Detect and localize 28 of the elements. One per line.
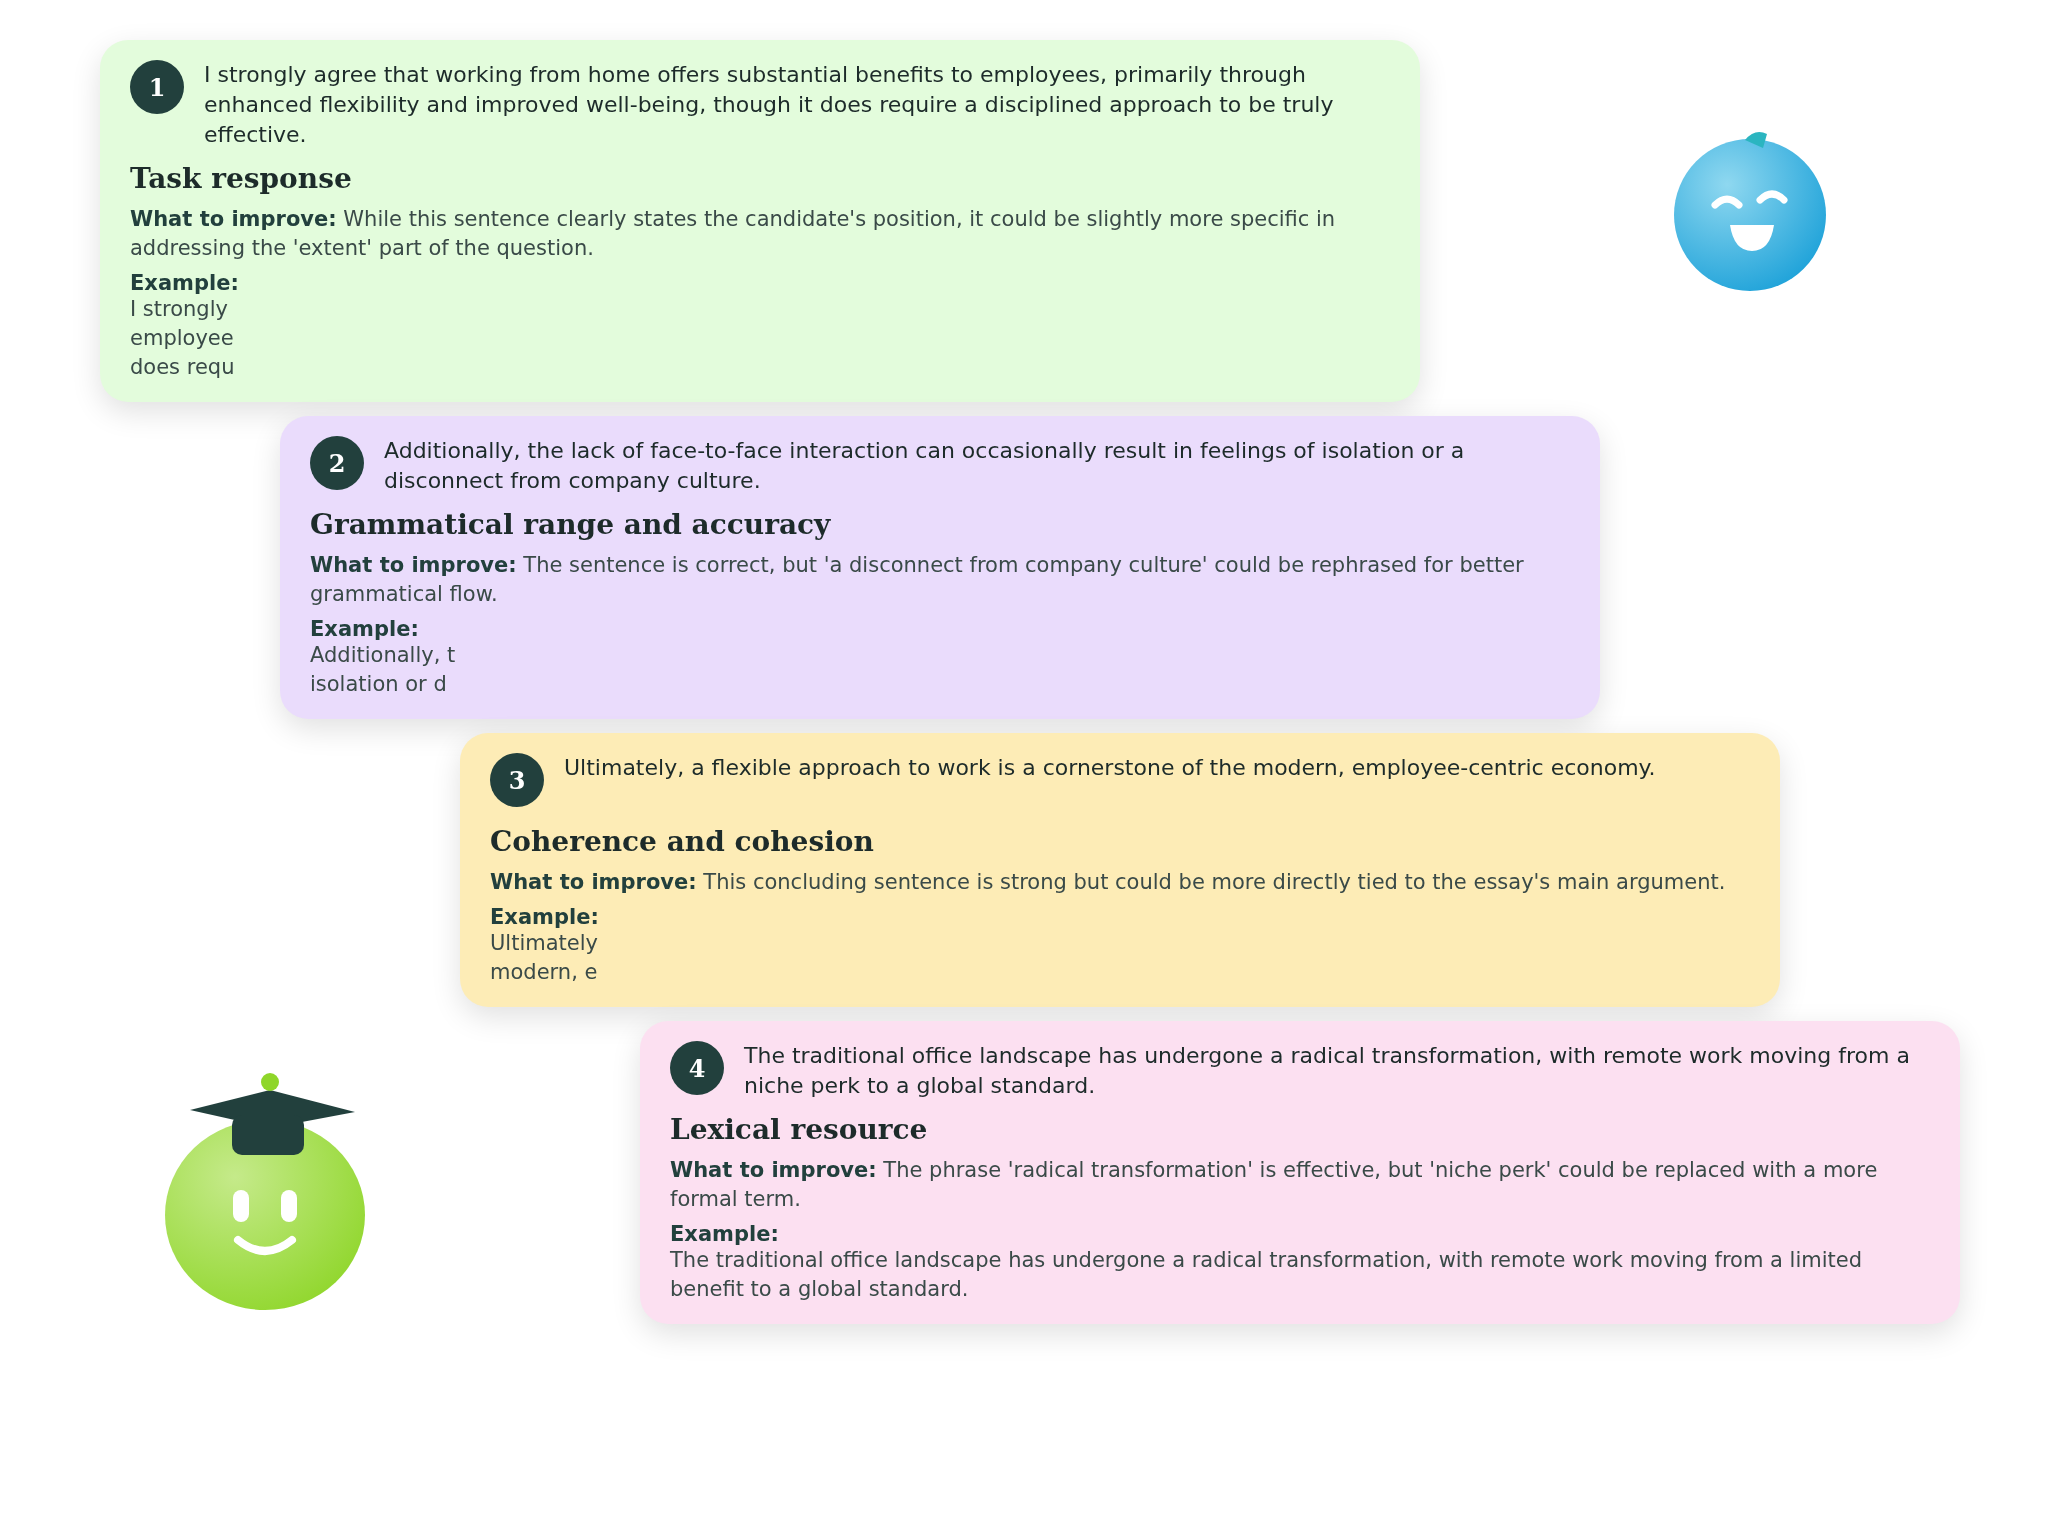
- example-text: The traditional office landscape has undergone a radical transformation, with remote work moving from a limited benefit to a global standard.: [670, 1247, 1864, 1303]
- essay-sentence: Ultimately, a flexible approach to work is a cornerstone of the modern, employee-centric economy.: [564, 754, 1657, 782]
- essay-sentence: I strongly agree that working from home offers substantial benefits to employees, primarily through enhanced flexibility and improved well-being, though it does require a disciplined approach to be truly effective.: [204, 61, 1335, 149]
- criterion-heading: Grammatical range and accuracy: [310, 508, 831, 541]
- criterion-heading: Coherence and cohesion: [490, 825, 874, 858]
- criterion-heading: Lexical resource: [670, 1113, 928, 1146]
- criterion-heading: Task response: [130, 162, 352, 195]
- number-badge: 1: [130, 60, 184, 114]
- example-label: Example:: [310, 617, 419, 641]
- number-badge: 4: [670, 1041, 724, 1095]
- essay-sentence: The traditional office landscape has undergone a radical transformation, with remote work moving from a niche perk to a global standard.: [744, 1042, 1911, 1100]
- feedback-card: [460, 733, 1780, 1007]
- feedback-card: [280, 416, 1600, 719]
- improvement-note: What to improve: While this sentence clearly states the candidate's position, it could be slightly more specific in addressing the 'extent' part of the question.: [130, 206, 1337, 262]
- example-label: Example:: [670, 1222, 779, 1246]
- improvement-note: What to improve: The sentence is correct, but 'a disconnect from company culture' could be rephrased for better grammatical flow.: [310, 552, 1525, 608]
- feedback-card: [100, 40, 1420, 402]
- example-text: Ultimately modern, e: [490, 930, 599, 986]
- example-label: Example:: [130, 271, 239, 295]
- feedback-card: [640, 1021, 1960, 1324]
- example-text: I strongly employee does requ: [130, 296, 236, 381]
- number-badge: 3: [490, 753, 544, 807]
- example-label: Example:: [490, 905, 599, 929]
- essay-sentence: Additionally, the lack of face-to-face interaction can occasionally result in feelings of isolation or a disconnect from company culture.: [384, 437, 1466, 495]
- example-text: Additionally, t isolation or d: [310, 642, 457, 698]
- number-badge: 2: [310, 436, 364, 490]
- improvement-note: What to improve: The phrase 'radical transformation' is effective, but 'niche perk' could be replaced with a more formal term.: [670, 1157, 1879, 1213]
- improvement-note: What to improve: This concluding sentence is strong but could be more directly tied to the essay's main argument.: [490, 869, 1727, 896]
